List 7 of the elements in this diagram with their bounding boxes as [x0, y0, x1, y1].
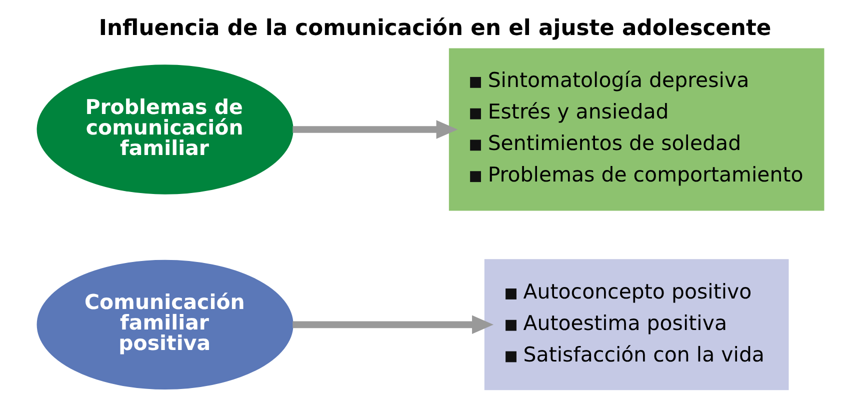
node-box: Autoconcepto positivo Autoestima positiva Satisfacción con la vida [484, 259, 789, 390]
node-ellipse: Comunicación familiar positiva [36, 260, 294, 390]
node-ellipse: Problemas de comunicación familiar [36, 64, 294, 194]
diagram-title: Influencia de la comunicación en el ajuste adolescente [98, 16, 772, 42]
arrow [292, 315, 494, 334]
node-box: Sintomatología depresiva Estrés y ansiedad Sentimientos de soledad Problemas de comportamiento [448, 48, 824, 211]
arrow [292, 120, 458, 139]
